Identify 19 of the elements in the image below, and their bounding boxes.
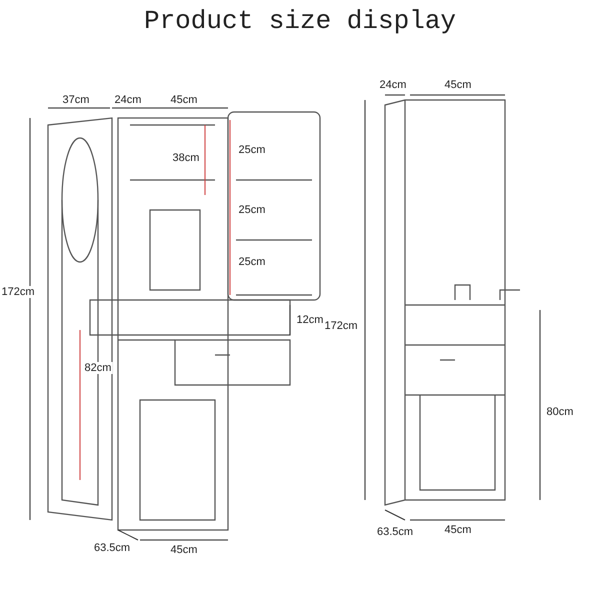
dimension-label: 80cm <box>546 406 574 418</box>
dimension-label: 45cm <box>170 544 198 556</box>
dimension-label: 12cm <box>296 314 324 326</box>
dimension-label: 172cm <box>323 320 359 332</box>
dimension-label: 25cm <box>238 144 266 156</box>
dimension-label: 45cm <box>170 94 198 106</box>
dimension-label: 24cm <box>378 79 408 91</box>
dimension-label: 45cm <box>444 79 472 91</box>
dimension-label: 25cm <box>238 256 266 268</box>
dimension-label: 38cm <box>172 152 200 164</box>
title: Product size display <box>142 6 458 36</box>
dimension-label: 37cm <box>62 94 90 106</box>
dimension-label: 82cm <box>84 362 112 374</box>
dimension-label: 25cm <box>238 204 266 216</box>
dimension-label: 172cm <box>0 286 36 298</box>
dimension-label: 45cm <box>444 524 472 536</box>
dimension-label: 24cm <box>114 94 142 106</box>
dimension-label: 63.5cm <box>92 542 132 554</box>
dimension-label: 63.5cm <box>376 526 414 538</box>
